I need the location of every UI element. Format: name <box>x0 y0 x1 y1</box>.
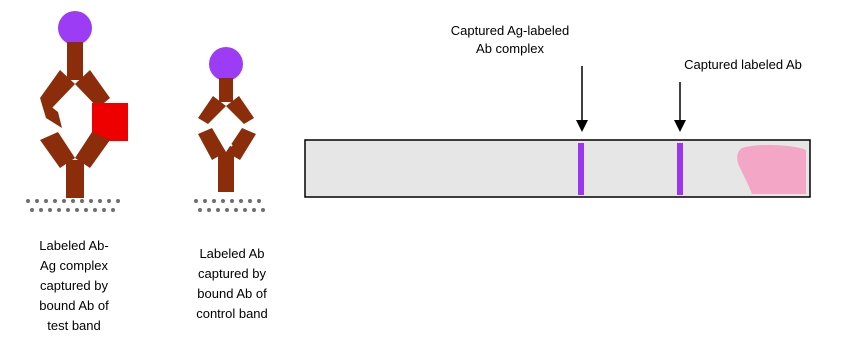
strip-body <box>304 139 811 198</box>
test-band <box>578 143 584 195</box>
solid-phase-dots-icon <box>26 199 120 212</box>
test-complex-figure <box>26 11 128 212</box>
test-band-arrow <box>576 66 588 132</box>
test-band-callout: Captured Ag-labeled Ab complex <box>450 23 570 56</box>
control-complex-figure <box>194 47 265 212</box>
sample-pad-icon <box>737 144 806 194</box>
binding-mark-icon <box>217 123 233 147</box>
label-sphere-icon <box>58 11 92 45</box>
label-sphere-icon <box>209 47 243 81</box>
test-strip <box>304 139 811 198</box>
control-band-callout: Captured labeled Ab <box>684 57 802 72</box>
control-complex-caption: Labeled Ab captured by bound Ab of contr… <box>196 246 268 321</box>
control-band-arrow <box>674 82 686 132</box>
control-band <box>677 143 683 195</box>
bound-antibody-icon <box>40 132 110 198</box>
labeled-antibody-icon <box>198 78 254 124</box>
test-complex-caption: Labeled Ab- Ag complex captured by bound… <box>39 238 109 333</box>
solid-phase-dots-icon <box>194 199 265 212</box>
labeled-antibody-icon <box>40 42 110 128</box>
bound-antibody-icon <box>198 128 256 192</box>
